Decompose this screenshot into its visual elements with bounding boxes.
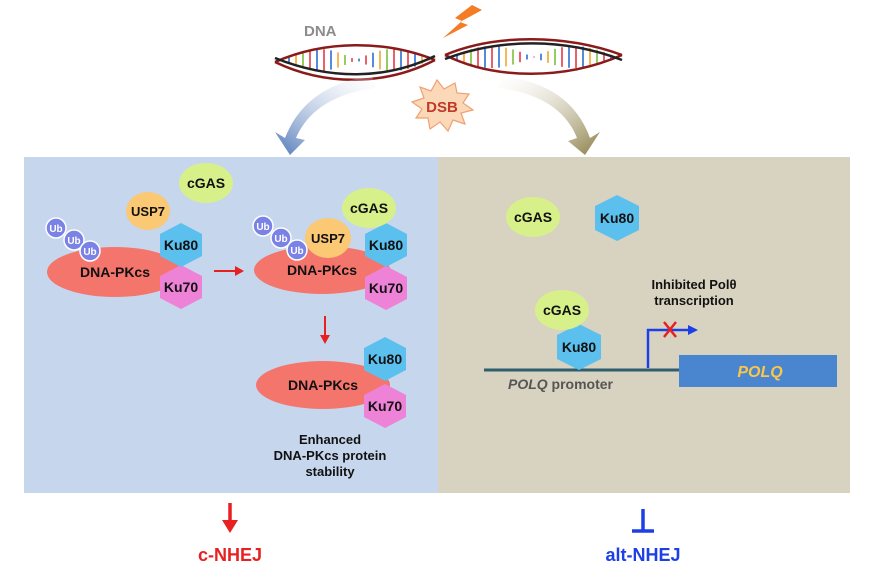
ku80-hexagon	[557, 324, 601, 370]
arrow-to-left-panel	[275, 76, 376, 155]
complex-stabilized: DNA-PKcs Ku70 Ku80	[256, 337, 406, 428]
ub-label: Ub	[290, 246, 303, 257]
arrow-to-right-panel	[498, 76, 600, 155]
caption-line: DNA-PKcs protein	[274, 448, 387, 463]
ub-label: Ub	[67, 236, 80, 247]
dnapkcs-label: DNA-PKcs	[80, 264, 150, 280]
usp7-label: USP7	[311, 231, 345, 246]
transcription-start-arrow	[646, 325, 698, 368]
dna-helix	[274, 38, 623, 81]
usp7-shape	[126, 192, 170, 230]
complex-ubiquitinated: DNA-PKcs Ku70 Ku80 USP7 cGAS Ub Ub Ub	[45, 163, 233, 309]
polq-gene-box	[679, 355, 837, 387]
ku80-label: Ku80	[562, 339, 596, 355]
ku80-label: Ku80	[369, 237, 403, 253]
ub-label: Ub	[83, 247, 96, 258]
ku80-label: Ku80	[600, 210, 634, 226]
inhibited-label-line: Inhibited Polθ	[651, 277, 736, 292]
ub-label: Ub	[274, 234, 287, 245]
dsb-starburst	[410, 78, 475, 133]
ub-circle	[45, 217, 67, 239]
ku80-hexagon	[365, 223, 407, 267]
ub-label: Ub	[49, 224, 62, 235]
caption-line: stability	[305, 464, 355, 479]
caption-line: Enhanced	[299, 432, 361, 447]
polq-promoter-label: POLQ promoter	[508, 376, 614, 392]
red-arrow-down	[320, 316, 330, 344]
cnhej-label: c-NHEJ	[198, 545, 262, 565]
ku80-label: Ku80	[368, 351, 402, 367]
ub-label: Ub	[256, 222, 269, 233]
cgas-shape	[535, 290, 589, 330]
ku70-label: Ku70	[164, 279, 198, 295]
cgas-shape	[342, 188, 396, 228]
inhibited-label-line: transcription	[654, 293, 734, 308]
ku70-hexagon	[365, 266, 407, 310]
ub-circle	[63, 229, 85, 251]
red-arrow-right	[214, 266, 244, 276]
usp7-label: USP7	[131, 204, 165, 219]
inhibited-x-icon	[663, 321, 677, 338]
ub-circle	[252, 215, 274, 237]
lightning-icon	[443, 5, 482, 38]
stability-caption: Enhanced DNA-PKcs protein stability	[274, 432, 387, 479]
dnapkcs-shape	[256, 361, 390, 409]
cgas-shape	[506, 197, 560, 237]
altnhej-label: alt-NHEJ	[605, 545, 680, 565]
ku70-label: Ku70	[369, 280, 403, 296]
ku80-hexagon	[595, 195, 639, 241]
ku70-hexagon	[364, 384, 406, 428]
ku80-hexagon	[364, 337, 406, 381]
ub-circle	[270, 227, 292, 249]
dnapkcs-label: DNA-PKcs	[287, 262, 357, 278]
dnapkcs-label: DNA-PKcs	[288, 377, 358, 393]
complex-deubiquitinated: DNA-PKcs Ku70 Ku80 cGAS USP7 Ub Ub Ub	[252, 188, 407, 310]
dnapkcs-shape	[47, 247, 183, 297]
cnhej-up-arrow	[222, 503, 238, 533]
dna-label: DNA	[304, 23, 337, 40]
ku70-label: Ku70	[368, 398, 402, 414]
usp7-shape	[305, 218, 351, 258]
polq-gene-label: POLQ	[737, 364, 783, 381]
cgas-label: cGAS	[350, 200, 388, 216]
altnhej-inhibit-bar	[632, 509, 654, 533]
cgas-label: cGAS	[514, 209, 552, 225]
dnapkcs-shape	[254, 246, 390, 294]
cgas-label: cGAS	[543, 302, 581, 318]
right-panel	[438, 157, 850, 493]
dsb-label: DSB	[426, 99, 458, 116]
ku80-hexagon	[160, 223, 202, 267]
cgas-shape	[179, 163, 233, 203]
ku70-hexagon	[160, 265, 202, 309]
cgas-label: cGAS	[187, 175, 225, 191]
ub-circle	[79, 240, 101, 262]
ub-circle	[286, 239, 308, 261]
ku80-label: Ku80	[164, 237, 198, 253]
